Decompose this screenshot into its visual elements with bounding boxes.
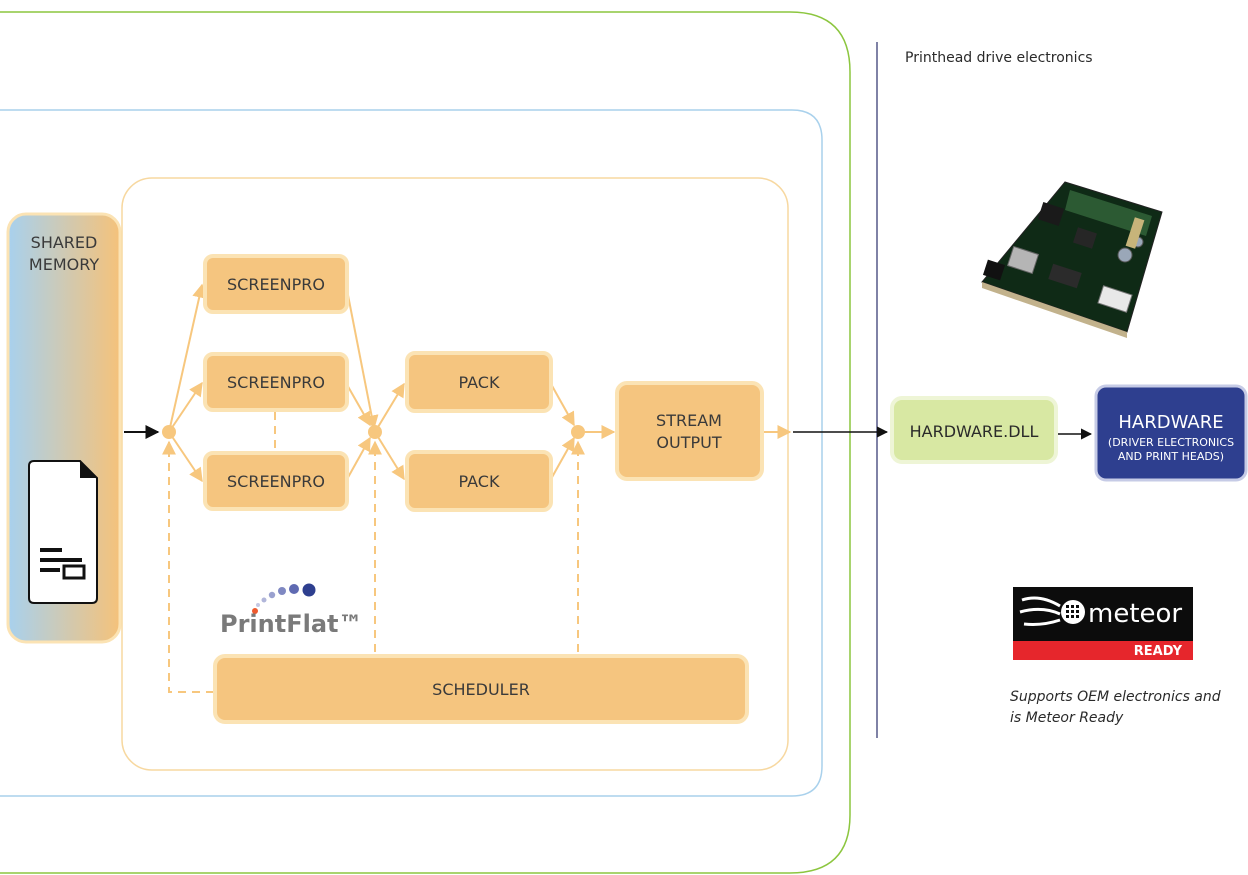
- middle-container: [0, 109, 823, 797]
- hardware-label-3: AND PRINT HEADS): [1118, 450, 1224, 463]
- outer-container: [0, 11, 851, 874]
- panel-heading: Printhead drive electronics: [905, 50, 1093, 66]
- printflat-text: PrintFlat™: [220, 610, 363, 638]
- shared-memory-label-2: MEMORY: [29, 255, 99, 274]
- hardware-label-2: (DRIVER ELECTRONICS: [1108, 436, 1234, 449]
- shared-memory-label-1: SHARED: [31, 233, 98, 252]
- pack-label-1: PACK: [459, 373, 500, 392]
- screenpro-label-2: SCREENPRO: [227, 373, 325, 392]
- printflat-logo: PrintFlat™: [220, 583, 363, 638]
- inner-container: [121, 177, 789, 771]
- screenpro-box-1: SCREENPRO: [203, 254, 349, 314]
- stream-output-label-1: STREAM: [656, 411, 722, 430]
- screenpro-label-1: SCREENPRO: [227, 275, 325, 294]
- circuit-board-image: [981, 181, 1163, 338]
- scheduler-label: SCHEDULER: [432, 680, 530, 699]
- stream-output-box: STREAM OUTPUT: [615, 381, 764, 481]
- scheduler-dashed-connectors: [162, 412, 585, 693]
- meteor-ready-logo: meteor READY: [1013, 587, 1193, 660]
- screenpro-box-2: SCREENPRO: [203, 352, 349, 412]
- pack-box-1: PACK: [405, 351, 553, 413]
- screenpro-box-3: SCREENPRO: [203, 451, 349, 511]
- hardware-dll-label: HARDWARE.DLL: [910, 422, 1039, 441]
- meteor-brand: meteor: [1088, 599, 1182, 629]
- hardware-dll-box: HARDWARE.DLL: [890, 396, 1058, 464]
- meteor-note-line-2: is Meteor Ready: [1010, 710, 1124, 726]
- split-junction: [162, 425, 176, 439]
- document-icon: [28, 460, 98, 604]
- scheduler-box: SCHEDULER: [213, 654, 749, 724]
- merge-junction: [368, 425, 382, 439]
- screenpro-label-3: SCREENPRO: [227, 472, 325, 491]
- pack-merge-junction: [571, 425, 585, 439]
- pack-box-2: PACK: [405, 450, 553, 512]
- stream-output-label-2: OUTPUT: [656, 433, 721, 452]
- meteor-note-line-1: Supports OEM electronics and: [1010, 689, 1221, 705]
- hardware-box: HARDWARE (DRIVER ELECTRONICS AND PRINT H…: [1094, 384, 1248, 482]
- meteor-ready: READY: [1134, 644, 1183, 659]
- hardware-label-1: HARDWARE: [1118, 412, 1223, 433]
- flow-connectors: [168, 283, 792, 483]
- pack-label-2: PACK: [459, 472, 500, 491]
